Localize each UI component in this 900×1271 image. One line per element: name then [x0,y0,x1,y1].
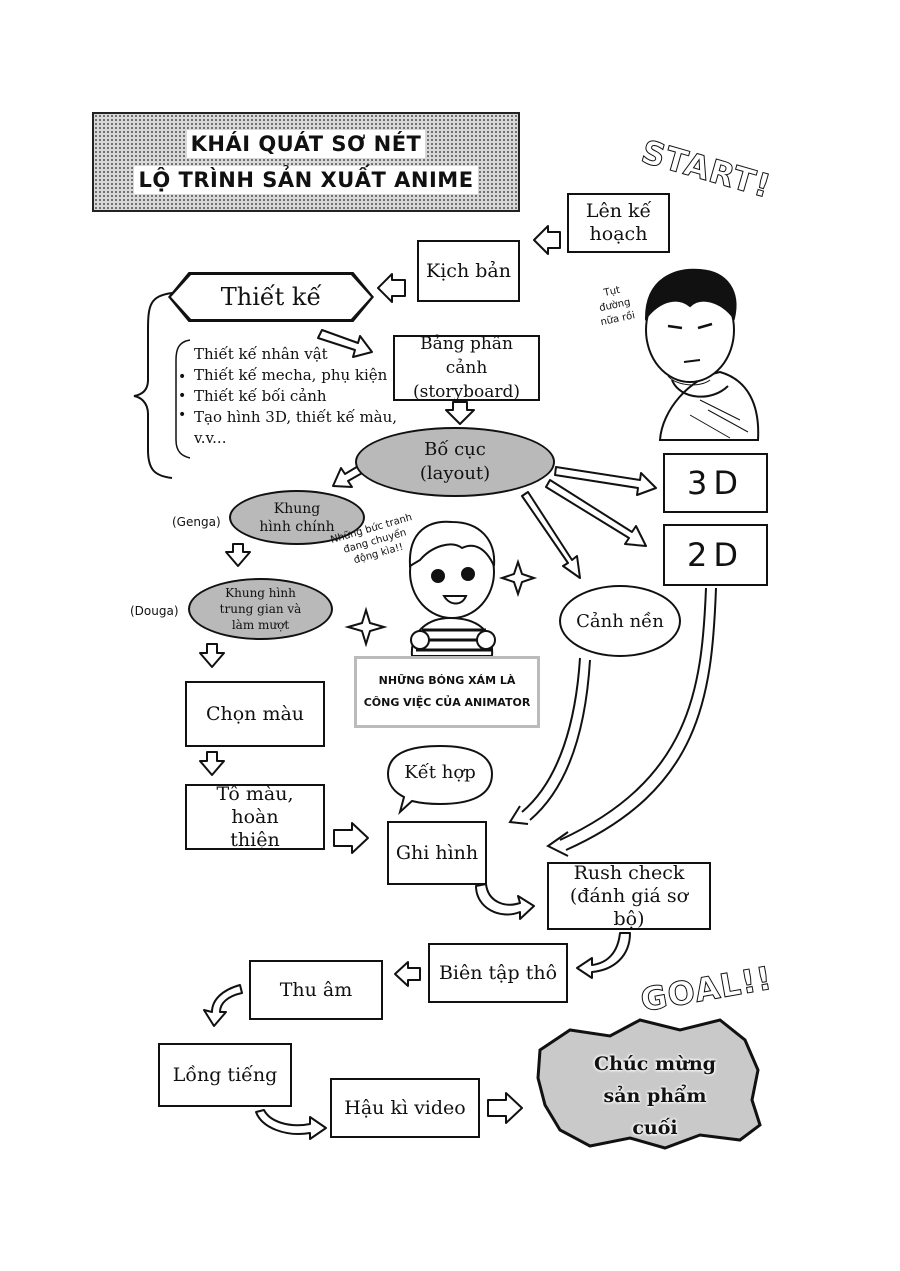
arrow-dubbing-to-postvideo [255,1109,327,1140]
arrow-colorselect-to-coloring [199,751,225,776]
node-dubbing: Lồng tiếng [158,1043,292,1107]
arrow-script-to-design [377,273,406,303]
final-burst [536,1018,762,1150]
man-illustration [644,268,760,441]
node-layout: Bố cục (layout) [355,427,555,497]
arrow-postvideo-to-final [487,1092,523,1124]
node-plan: Lên kế hoạch [567,193,670,253]
sparkle-icon [344,606,388,648]
douga-label: (Douga) [130,604,179,618]
arrow-design-to-storyboard [317,329,373,358]
arrow-coloring-to-filming [333,822,369,854]
arrow-keyframe-to-inbetween [225,543,251,567]
arrow-layout-to-2d [545,479,647,547]
title-line-2: LỘ TRÌNH SẢN XUẤT ANIME [134,166,478,194]
arrow-filming-to-rushcheck [475,883,535,920]
node-rough-edit: Biên tập thô [428,943,568,1003]
design-item: Tạo hình 3D, thiết kế màu, [194,408,398,426]
design-item: Thiết kế nhân vật [194,345,328,363]
caption-line-1: NHỮNG BÓNG XÁM LÀ [378,674,516,687]
sparkle-icon [498,558,538,598]
node-inbetween: Khung hình trung gian và làm mượt [188,578,333,640]
design-list: Thiết kế nhân vật Thiết kế mecha, phụ ki… [194,344,414,449]
node-compositing: Kết hợp [404,762,476,783]
node-coloring: Tô màu, hoàn thiện [185,783,325,851]
node-post-video: Hậu kì video [330,1078,480,1138]
node-3d: 3D [663,453,768,513]
node-design-inner: Thiết kế [171,275,371,319]
list-bullets: ••• [178,369,187,423]
node-script: Kịch bản [417,240,520,302]
node-background: Cảnh nền [559,585,681,657]
arrow-sound-to-dubbing [203,984,243,1027]
page-title: KHÁI QUÁT SƠ NÉT LỘ TRÌNH SẢN XUẤT ANIME [92,112,520,212]
node-filming: Ghi hình [387,821,487,885]
title-line-1: KHÁI QUÁT SƠ NÉT [186,130,426,158]
node-rush-check: Rush check (đánh giá sơ bộ) [547,862,711,930]
animator-caption: NHỮNG BÓNG XÁM LÀ CÔNG VIỆC CỦA ANIMATOR [354,656,540,728]
node-color-select: Chọn màu [185,681,325,747]
design-bracket [133,292,173,479]
node-keyframe: Khung hình chính [229,490,365,545]
arrow-inbetween-to-colorselect [199,643,225,668]
arrow-storyboard-to-layout [445,401,475,425]
genga-label: (Genga) [172,515,221,529]
node-sound: Thu âm [249,960,383,1020]
arrow-plan-to-script [533,225,561,255]
kid-illustration [408,520,496,657]
design-item: v.v... [194,429,227,447]
arrow-layout-to-3d [554,466,657,496]
design-item: Thiết kế bối cảnh [194,387,327,405]
node-2d: 2D [663,524,768,586]
arrow-roughedit-to-sound [394,961,421,987]
caption-line-2: CÔNG VIỆC CỦA ANIMATOR [363,696,531,709]
design-item: Thiết kế mecha, phụ kiện [194,366,388,384]
compositing-bubble [386,744,494,816]
node-storyboard: Bảng phân cảnh (storyboard) [393,334,540,402]
node-final: Chúc mừng sản phẩm cuối [594,1053,716,1139]
arrow-rushcheck-to-roughedit [576,932,631,979]
arrow-layout-to-background [521,491,581,579]
